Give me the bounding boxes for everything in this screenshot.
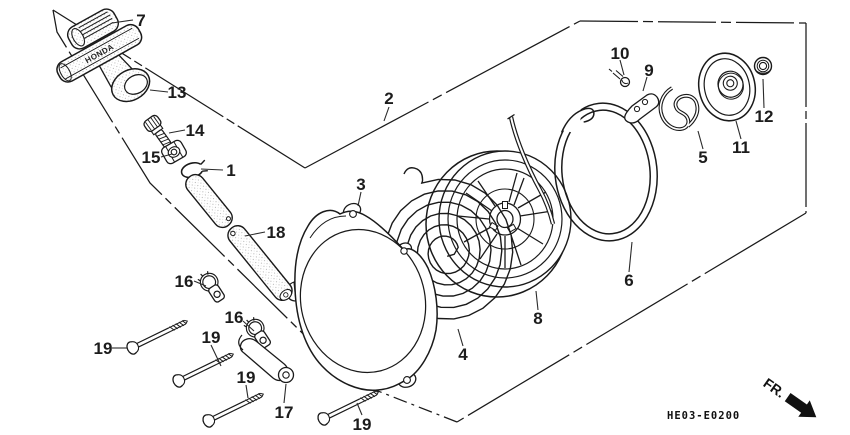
drawing-code: HE03-E0200	[667, 410, 740, 422]
friction-spring	[658, 86, 700, 131]
fr-direction-marker: FR.	[760, 375, 817, 418]
flange-bolt-2	[170, 347, 237, 390]
grip-screw	[143, 114, 172, 148]
recoil-spring	[383, 167, 514, 320]
callout-14: 14	[186, 121, 205, 140]
callout-7: 7	[136, 11, 145, 30]
callout-3: 3	[356, 175, 365, 194]
rope-segment-upper	[185, 173, 233, 229]
starter-reel	[425, 150, 572, 298]
starter-rope-end	[507, 113, 556, 225]
pawl-screw	[608, 68, 631, 88]
callout-19a: 19	[94, 339, 113, 358]
cover-bolt-hole	[400, 247, 408, 255]
callout-9: 9	[644, 61, 653, 80]
cover-bolt-hole	[403, 376, 411, 384]
callout-18: 18	[267, 223, 286, 242]
flange-bolt-3	[200, 387, 267, 430]
stay-bracket	[238, 334, 295, 384]
starter-pulley	[697, 52, 757, 122]
callout-19d: 19	[353, 415, 372, 434]
callout-5: 5	[698, 148, 707, 167]
callout-2: 2	[384, 89, 393, 108]
callout-13: 13	[168, 83, 187, 102]
fr-arrow-icon	[784, 393, 817, 418]
callout-8: 8	[533, 309, 542, 328]
center-nut	[753, 56, 773, 76]
reel-spokes	[457, 172, 553, 268]
callout-10: 10	[611, 44, 630, 63]
rope-clamp-upper	[194, 266, 230, 307]
rope-segment-lower	[227, 225, 293, 301]
frame-edge-part2	[304, 20, 581, 169]
starter-cover	[286, 202, 438, 392]
grip-cover	[66, 8, 120, 50]
callout-19c: 19	[237, 368, 256, 387]
ratchet-pawl	[624, 93, 660, 124]
callout-15: 15	[142, 148, 161, 167]
callout-4: 4	[458, 345, 468, 364]
callout-labels: 7 13 14 15 1 18 2 3 16 16 19 19 19 19 17…	[94, 11, 774, 434]
flange-bolt-1	[124, 314, 191, 357]
callout-17: 17	[275, 403, 294, 422]
starter-grip-handle: HONDA	[56, 23, 151, 103]
callout-19b: 19	[202, 328, 221, 347]
diagram-frame-border	[52, 9, 807, 423]
fr-label: FR.	[760, 375, 788, 401]
callout-16b: 16	[225, 308, 244, 327]
cover-bolt-hole	[349, 210, 357, 218]
callout-leaders	[111, 19, 765, 416]
callout-6: 6	[624, 271, 633, 290]
rope-guide-nut	[160, 139, 188, 165]
callout-11: 11	[732, 138, 750, 157]
callout-12: 12	[755, 107, 774, 126]
callout-16a: 16	[175, 272, 194, 291]
rope-ring	[550, 102, 658, 242]
callout-1: 1	[226, 161, 235, 180]
